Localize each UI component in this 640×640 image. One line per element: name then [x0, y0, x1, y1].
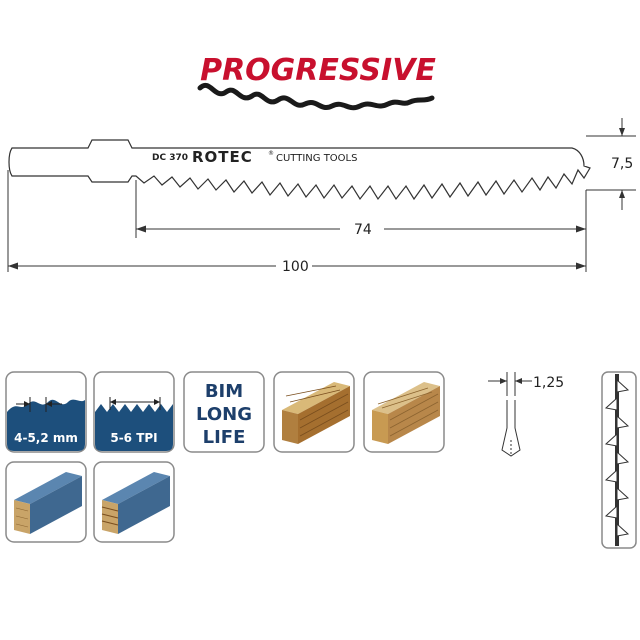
material-line2: LONG	[196, 404, 252, 425]
dimension-total-length: 100	[282, 259, 309, 275]
dimension-width: 7,5	[611, 156, 633, 172]
blade-brand: ROTEC	[192, 148, 253, 166]
material-line1: BIM	[205, 381, 243, 402]
thickness-diagram	[488, 372, 532, 457]
hardwood-icon	[363, 371, 445, 453]
plywood-icon	[93, 461, 175, 543]
softwood-icon	[273, 371, 355, 453]
blade-model: DC 370	[152, 153, 188, 163]
logo-wave	[197, 83, 435, 111]
blade-trademark: ®	[268, 150, 274, 157]
tile-tooth-spacing: 4-5,2 mm	[5, 371, 87, 453]
laminated-board-icon	[5, 461, 87, 543]
tpi-label: 5-6 TPI	[110, 431, 157, 445]
tooth-spacing-label: 4-5,2 mm	[14, 431, 78, 445]
tile-tpi: 5-6 TPI	[93, 371, 175, 453]
blade-outline	[8, 139, 591, 201]
dimension-cutting-length: 74	[354, 222, 372, 238]
blade-profile-icon	[601, 371, 637, 549]
material-line3: LIFE	[203, 427, 246, 448]
dimension-thickness: 1,25	[533, 375, 564, 391]
tile-bim-long-life: BIM LONG LIFE	[183, 371, 265, 453]
series-name: PROGRESSIVE	[200, 53, 436, 88]
progressive-logo: PROGRESSIVE	[197, 53, 436, 111]
blade-drawing: DC 370 ROTEC ® CUTTING TOOLS	[8, 139, 591, 201]
blade-tagline: CUTTING TOOLS	[276, 153, 357, 164]
dimension-lines	[7, 118, 636, 272]
